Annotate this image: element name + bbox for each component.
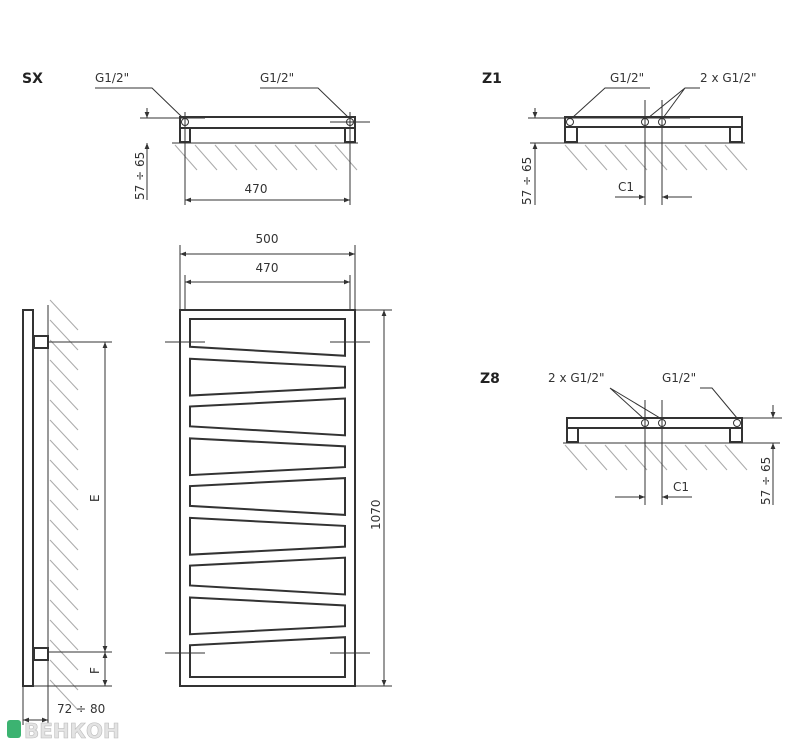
side-dim-f: F [88, 667, 102, 674]
hatch-line [49, 639, 79, 671]
z1-height-dim: 57 ÷ 65 [520, 157, 534, 205]
hatch-line [214, 144, 238, 171]
hatch-line [49, 579, 79, 611]
heating-element [189, 636, 346, 678]
hatch-line [49, 599, 79, 631]
wall-bracket [33, 335, 49, 349]
hatch-line [644, 144, 668, 171]
hatch-line [174, 144, 198, 171]
hatch-line [724, 444, 748, 471]
sx-conn-right-label: G1/2" [260, 71, 294, 85]
hatch-line [49, 659, 79, 691]
heating-elements [189, 318, 346, 678]
hatch-line [49, 319, 79, 351]
hatch-line [234, 144, 258, 171]
front-width-inner: 470 [256, 261, 279, 275]
front-view: 500 470 1070 [165, 232, 392, 687]
hatch-line [644, 444, 668, 471]
z1-top-view: Z1 G1/2" 2 x G1/2" 57 ÷ 65 C1 [482, 71, 757, 205]
hatch-line [564, 144, 588, 171]
hatch-line [49, 479, 79, 511]
hatch-line [49, 419, 79, 451]
hatch-line [49, 399, 79, 431]
brand-logo: ВЕНКОН [7, 719, 120, 743]
sx-width-dim: 470 [245, 182, 268, 196]
hatch-line [684, 144, 708, 171]
side-panel [22, 309, 34, 687]
hatch-line [254, 144, 278, 171]
hatch-line [704, 444, 728, 471]
logo-icon [7, 720, 21, 738]
hatch-line [314, 144, 338, 171]
hatch-line [724, 144, 748, 171]
heating-element [189, 596, 346, 636]
z1-collector-bar [564, 116, 743, 128]
z8-conn-right-label: G1/2" [662, 371, 696, 385]
z8-top-view: Z8 2 x G1/2" G1/2" 57 ÷ 65 C1 [480, 371, 782, 505]
heating-element [189, 477, 346, 516]
hatch-line [49, 459, 79, 491]
hatch-line [194, 144, 218, 171]
sx-conn-left-label: G1/2" [95, 71, 129, 85]
side-depth-dim: 72 ÷ 80 [57, 702, 105, 716]
front-height-dim: 1070 [369, 499, 383, 530]
z8-title: Z8 [480, 371, 500, 387]
heating-element [189, 556, 346, 596]
logo-text: ВЕНКОН [24, 719, 120, 743]
z1-conn-right-label: 2 x G1/2" [700, 71, 757, 85]
z1-title: Z1 [482, 71, 502, 87]
heating-element [189, 357, 346, 397]
z8-height-dim: 57 ÷ 65 [759, 457, 773, 505]
front-width-outer: 500 [256, 232, 279, 246]
hatch-line [49, 539, 79, 571]
z1-conn-left-label: G1/2" [610, 71, 644, 85]
hatch-line [664, 144, 688, 171]
hatch-line [584, 144, 608, 171]
heating-element [189, 397, 346, 437]
hatch-line [704, 144, 728, 171]
heating-element [189, 437, 346, 477]
hatch-line [274, 144, 298, 171]
heating-element [189, 318, 346, 357]
hatch-line [49, 339, 79, 371]
hatch-line [49, 439, 79, 471]
hatch-line [584, 444, 608, 471]
hatch-line [684, 444, 708, 471]
hatch-line [604, 144, 628, 171]
hatch-line [49, 559, 79, 591]
hatch-line [49, 519, 79, 551]
hatch-line [294, 144, 318, 171]
hatch-line [664, 444, 688, 471]
heating-element [189, 516, 346, 556]
hatch-line [49, 359, 79, 391]
wall-hatch [174, 144, 358, 171]
sx-collector-bar [179, 116, 356, 129]
hatch-line [624, 144, 648, 171]
hatch-line [564, 444, 588, 471]
sx-top-view: SX G1/2" G1/2" 57 ÷ 65 470 [22, 71, 370, 205]
hatch-line [49, 299, 79, 331]
hatch-line [624, 444, 648, 471]
hatch-line [49, 619, 79, 651]
hatch-line [334, 144, 358, 171]
side-dim-e: E [88, 494, 102, 502]
wall-bracket [33, 647, 49, 661]
sx-title: SX [22, 71, 43, 87]
z1-offset-dim: C1 [618, 180, 634, 194]
side-view: E F 72 ÷ 80 [22, 299, 112, 725]
z8-conn-left-label: 2 x G1/2" [548, 371, 605, 385]
sx-height-dim: 57 ÷ 65 [133, 152, 147, 200]
hatch-line [49, 499, 79, 531]
z8-collector-bar [566, 417, 743, 429]
z8-offset-dim: C1 [673, 480, 689, 494]
hatch-line [49, 379, 79, 411]
connection-icon [733, 419, 741, 427]
hatch-line [49, 679, 79, 711]
hatch-line [604, 444, 628, 471]
